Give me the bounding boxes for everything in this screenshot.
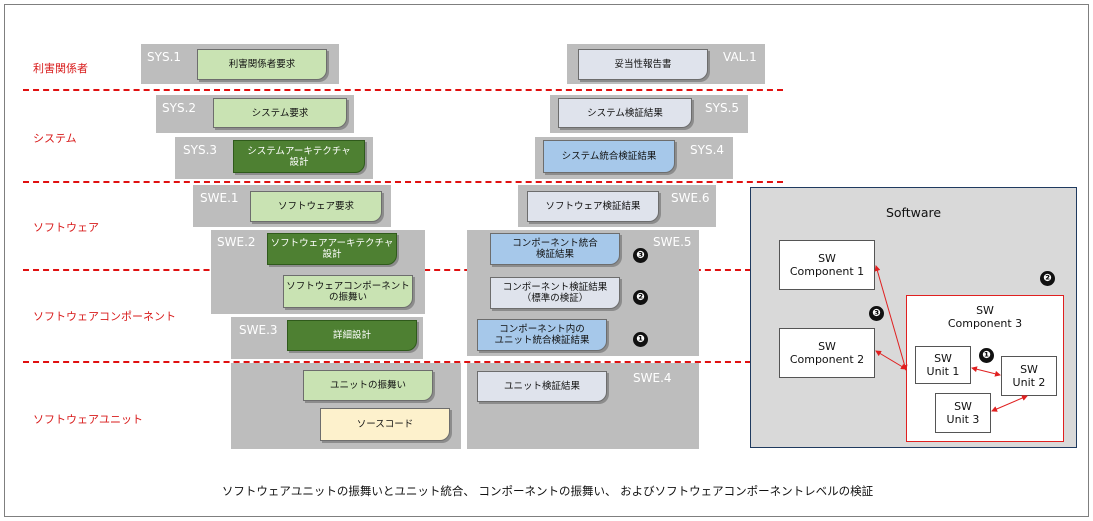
- doc-component-verification-results: コンポーネント検証結果（標準の検証）: [490, 277, 620, 309]
- marker-one: ❶: [979, 348, 994, 363]
- sw-unit-3: SW Unit 3: [935, 393, 991, 433]
- doc-line: ソフトウェアコンポーネント: [286, 280, 410, 292]
- code-swe3: SWE.3: [239, 323, 278, 337]
- doc-validation-report: 妥当性報告書: [578, 49, 708, 80]
- lane-label-sw-unit: ソフトウェアユニット: [33, 413, 143, 426]
- code-swe5: SWE.5: [653, 235, 692, 249]
- box-line: SW: [976, 304, 994, 317]
- doc-line: 設計: [322, 249, 342, 260]
- box-line: Unit 3: [946, 413, 980, 426]
- doc-unit-verification-results: ユニット検証結果: [477, 371, 607, 402]
- doc-unit-behavior: ユニットの振舞い: [303, 370, 433, 401]
- box-line: Component 3: [947, 317, 1023, 330]
- code-sys4: SYS.4: [690, 143, 725, 157]
- marker-three: ❸: [633, 248, 648, 263]
- box-line: Unit 1: [926, 365, 960, 378]
- diagram-caption: ソフトウェアユニットの振舞いとユニット統合、 コンポーネントの振舞い、 およびソ…: [221, 484, 874, 498]
- doc-line: ソフトウェアアーキテクチャ: [270, 238, 394, 249]
- doc-unit-integration-verification-results: コンポーネント内のユニット統合検証結果: [477, 319, 607, 351]
- doc-software-architecture: ソフトウェアアーキテクチャ設計: [267, 233, 397, 265]
- doc-software-verification-results: ソフトウェア検証結果: [527, 191, 659, 222]
- lane-label-sw-component: ソフトウェアコンポーネント: [33, 310, 176, 323]
- arrow-component1-to-component3: [874, 265, 908, 371]
- arrow-component2-to-component3: [875, 350, 907, 370]
- lane-label-stakeholder: 利害関係者: [33, 62, 88, 75]
- marker-two: ❷: [633, 290, 648, 305]
- box-line: SW: [1020, 363, 1038, 376]
- code-swe1: SWE.1: [200, 191, 239, 205]
- doc-stakeholder-requirements: 利害関係者要求: [197, 49, 327, 80]
- diagram-frame: 利害関係者 システム ソフトウェア ソフトウェアコンポーネント ソフトウェアユニ…: [4, 4, 1089, 517]
- box-line: Component 2: [789, 353, 865, 366]
- doc-component-behavior: ソフトウェアコンポーネントの振舞い: [283, 275, 413, 308]
- sw-unit-1: SW Unit 1: [915, 346, 971, 384]
- doc-line: 検証結果: [535, 249, 574, 260]
- doc-line: システムアーキテクチャ: [247, 145, 351, 157]
- doc-system-integration-verification-results: システム統合検証結果: [543, 140, 675, 173]
- box-line: Unit 2: [1012, 376, 1046, 389]
- lane-separator: [23, 181, 783, 183]
- code-sys2: SYS.2: [162, 101, 197, 115]
- interaction-arrows: [874, 265, 1028, 412]
- box-line: Component 1: [789, 265, 865, 278]
- arrow-unit3-to-unit2: [991, 395, 1028, 412]
- doc-line: コンポーネント内の: [499, 324, 585, 335]
- box-line: SW: [818, 340, 836, 353]
- code-swe2: SWE.2: [217, 235, 256, 249]
- code-sys3: SYS.3: [183, 143, 218, 157]
- doc-line: （標準の検証）: [521, 293, 589, 304]
- box-line: SW: [934, 352, 952, 365]
- code-sys1: SYS.1: [147, 50, 182, 64]
- doc-line: ユニット統合検証結果: [494, 335, 590, 346]
- software-panel-title: Software: [885, 205, 942, 220]
- doc-line: の振舞い: [328, 291, 367, 303]
- doc-system-requirements: システム要求: [213, 98, 347, 128]
- doc-line: 設計: [289, 156, 309, 168]
- marker-one: ❶: [633, 332, 648, 347]
- sw-component-1: SW Component 1: [779, 240, 875, 290]
- lane-separator: [23, 361, 751, 363]
- doc-source-code: ソースコード: [320, 408, 450, 441]
- box-line: SW: [818, 252, 836, 265]
- sw-component-2: SW Component 2: [779, 328, 875, 378]
- code-swe4: SWE.4: [633, 371, 672, 385]
- lane-separator: [23, 89, 783, 91]
- sw-unit-2: SW Unit 2: [1001, 356, 1057, 396]
- box-line: SW: [954, 400, 972, 413]
- doc-system-architecture: システムアーキテクチャ設計: [233, 140, 365, 173]
- doc-line: コンポーネント検証結果: [502, 282, 608, 293]
- lane-label-system: システム: [33, 132, 77, 145]
- doc-line: コンポーネント統合: [512, 238, 598, 249]
- arrow-unit1-to-unit2: [971, 366, 1001, 377]
- code-sys5: SYS.5: [705, 101, 740, 115]
- marker-two: ❷: [1040, 271, 1055, 286]
- doc-component-integration-verification-results: コンポーネント統合検証結果: [490, 233, 620, 265]
- doc-system-verification-results: システム検証結果: [558, 98, 692, 128]
- lane-label-software: ソフトウェア: [33, 221, 99, 234]
- code-swe6: SWE.6: [671, 191, 710, 205]
- doc-software-requirements: ソフトウェア要求: [250, 191, 382, 222]
- software-panel: Software SW Component 1 SW Component 2 S…: [750, 187, 1077, 448]
- code-val1: VAL.1: [723, 50, 757, 64]
- doc-detailed-design: 詳細設計: [287, 320, 417, 351]
- sw-component-3-label: SW Component 3: [907, 304, 1063, 330]
